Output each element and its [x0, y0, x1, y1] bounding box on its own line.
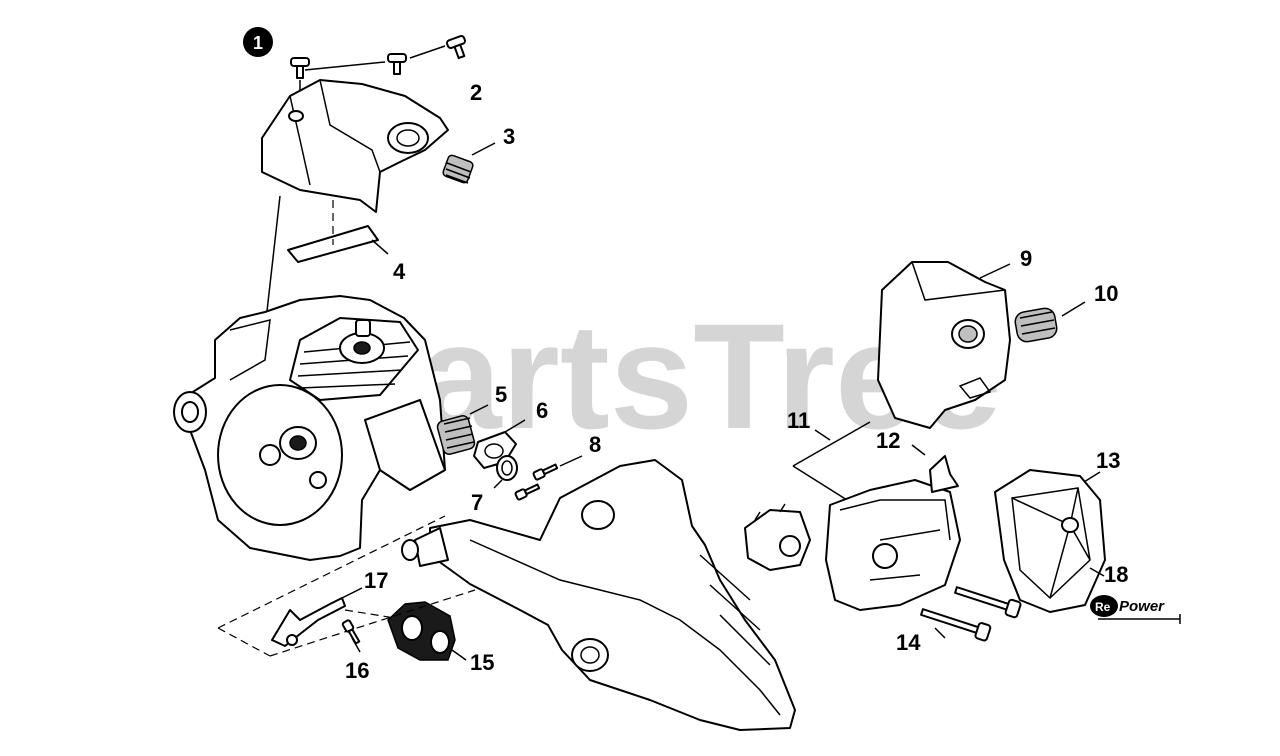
part-intake-manifold — [387, 601, 467, 661]
callout-12[interactable]: 12 — [876, 428, 900, 453]
callout-2[interactable]: 2 — [470, 80, 482, 105]
part-top-cover — [261, 79, 449, 213]
part-bracket — [911, 444, 959, 493]
part-long-bolts — [920, 586, 1022, 642]
repower-re: Re — [1095, 600, 1111, 614]
callout-16[interactable]: 16 — [345, 658, 369, 683]
part-air-filter — [994, 469, 1106, 613]
part-o-ring — [493, 455, 518, 489]
repower-logo: Re Power — [1090, 595, 1181, 624]
callout-14[interactable]: 14 — [896, 630, 921, 655]
part-engine-block — [173, 295, 446, 561]
part-intake-bellows — [436, 404, 489, 455]
part-carburetor-assembly — [744, 421, 961, 611]
part-decal — [265, 195, 389, 321]
part-baffle-plate — [271, 587, 363, 647]
part-screw-16 — [341, 619, 361, 653]
callout-5[interactable]: 5 — [495, 382, 507, 407]
part-mesh-filter — [1014, 301, 1086, 343]
callout-10[interactable]: 10 — [1094, 281, 1118, 306]
callout-3[interactable]: 3 — [503, 124, 515, 149]
part-screws — [290, 35, 466, 110]
callout-4[interactable]: 4 — [393, 259, 406, 284]
part-small-filter — [442, 142, 496, 184]
callout-8[interactable]: 8 — [589, 432, 601, 457]
callout-11[interactable]: 11 — [787, 408, 810, 433]
callout-1-label: 1 — [253, 33, 263, 53]
part-air-filter-cover — [877, 261, 1011, 429]
callout-18[interactable]: 18 — [1104, 562, 1128, 587]
repower-power: Power — [1119, 598, 1165, 615]
callout-13[interactable]: 13 — [1096, 448, 1120, 473]
assembly-guides — [217, 515, 476, 657]
part-small-screws — [514, 455, 583, 501]
callout-9[interactable]: 9 — [1020, 246, 1032, 271]
callout-15[interactable]: 15 — [470, 650, 494, 675]
callout-17[interactable]: 17 — [364, 568, 388, 593]
callout-7[interactable]: 7 — [471, 490, 483, 515]
part-handle-housing — [401, 459, 796, 731]
callout-1[interactable]: 1 — [243, 27, 273, 57]
callout-6[interactable]: 6 — [536, 398, 548, 423]
